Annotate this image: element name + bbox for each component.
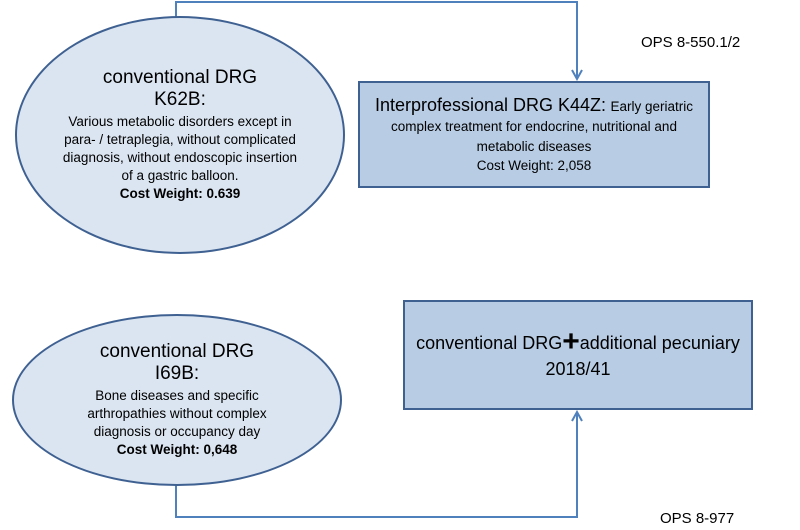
ellipse-bottom-title-line2: I69B: — [154, 363, 200, 384]
interprofessional-drg-k44z-box: Interprofessional DRG K44Z: Early geriat… — [358, 81, 710, 188]
conventional-drg-k62b-ellipse: conventional DRG K62B: Various metabolic… — [15, 16, 345, 254]
ellipse-bottom-cost-weight: Cost Weight: 0,648 — [116, 442, 238, 457]
box-bottom-text-after: additional pecuniary 2018/41 — [545, 332, 740, 379]
ops-bottom-label: OPS 8-977 — [660, 510, 735, 527]
ellipse-bottom-title-line1: conventional DRG — [99, 341, 255, 362]
ellipse-top-title-line2: K62B: — [154, 89, 206, 110]
plus-symbol: + — [562, 324, 580, 358]
conventional-drg-additional-pecuniary-box: conventional DRG+additional pecuniary 20… — [403, 300, 753, 410]
ops-top-label: OPS 8-550.1/2 — [641, 34, 741, 51]
ellipse-bottom-description: Bone diseases and specific arthropathies… — [87, 388, 267, 439]
box-top-cost-weight: Cost Weight: 2,058 — [476, 157, 592, 173]
ellipse-top-cost-weight: Cost Weight: 0.639 — [119, 186, 241, 201]
conventional-drg-i69b-ellipse: conventional DRG I69B: Bone diseases and… — [12, 314, 342, 486]
ellipse-top-description: Various metabolic disorders except in pa… — [62, 114, 298, 183]
box-top-title: Interprofessional DRG K44Z: — [374, 94, 607, 115]
box-bottom-text-before: conventional DRG — [416, 332, 563, 353]
connector-bottom — [175, 412, 577, 518]
ellipse-top-title-line1: conventional DRG — [102, 67, 258, 88]
connector-top — [175, 1, 577, 79]
box-top-description: Early geriatric complex treatment for en… — [391, 98, 694, 154]
